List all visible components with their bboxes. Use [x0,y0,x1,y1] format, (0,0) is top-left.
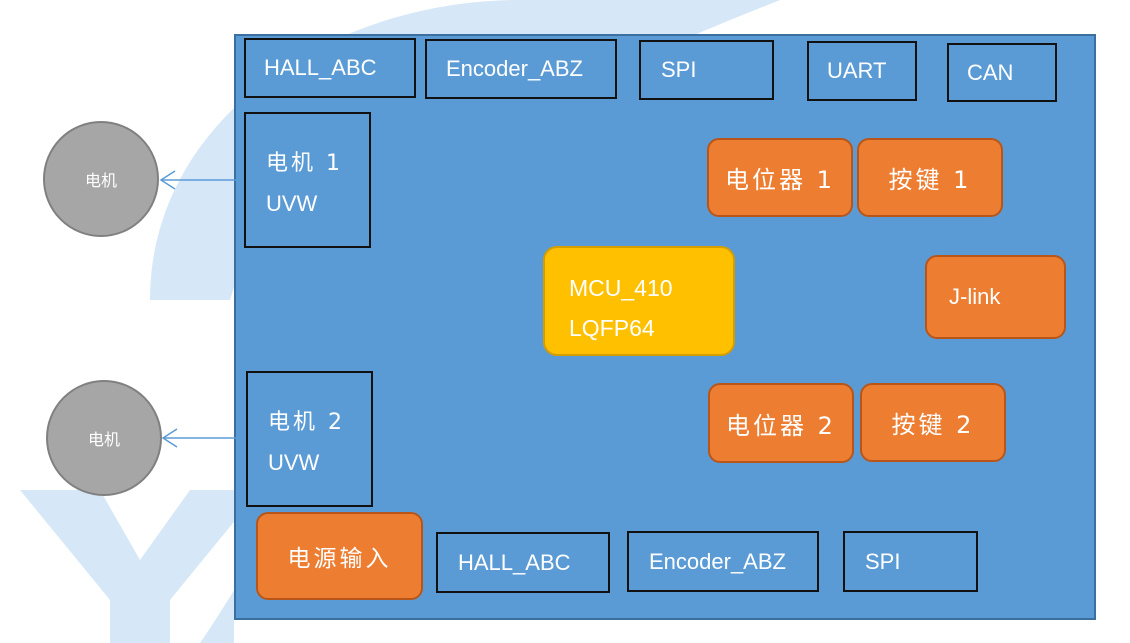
bottom-encoder-label: Encoder_ABZ [649,548,786,574]
top-uart-label: UART [827,58,887,83]
top-can-label: CAN [967,59,1014,85]
key2-block: 按键 2 [860,383,1006,462]
motor2-port-phase: UVW [268,450,320,475]
top-encoder-interface: Encoder_ABZ [425,39,617,99]
mcu-model: MCU_410 [569,275,673,301]
mcu-package: LQFP64 [569,315,655,341]
motor1-port-name: 电机 1 [266,151,343,176]
potentiometer1-label: 电位器 1 [725,166,835,194]
motor2-port: 电机 2 UVW [246,371,373,507]
top-hall-interface: HALL_ABC [244,38,416,98]
key1-block: 按键 1 [857,138,1003,217]
key1-label: 按键 1 [888,166,972,194]
bottom-spi-interface: SPI [843,531,978,592]
top-spi-interface: SPI [639,40,774,100]
top-uart-interface: UART [807,41,917,101]
motor1: 电机 [43,121,159,237]
potentiometer2-label: 电位器 2 [726,411,836,440]
bottom-hall-interface: HALL_ABC [436,532,610,593]
bottom-encoder-interface: Encoder_ABZ [627,531,819,592]
top-can-interface: CAN [947,43,1057,102]
potentiometer2-block: 电位器 2 [708,383,854,463]
bottom-hall-label: HALL_ABC [458,549,571,575]
bottom-spi-label: SPI [865,548,901,574]
motor1-port-phase: UVW [266,191,318,216]
top-hall-label: HALL_ABC [264,55,377,80]
motor2: 电机 [46,380,162,496]
jlink-block: J-link [925,255,1066,339]
top-encoder-label: Encoder_ABZ [446,56,583,81]
key2-label: 按键 2 [891,411,975,439]
motor1-port: 电机 1 UVW [244,112,371,248]
mcu-chip: MCU_410 LQFP64 [543,246,735,356]
jlink-label: J-link [949,284,1001,309]
motor2-port-name: 电机 2 [268,410,345,435]
motor2-label: 电机 [87,432,120,449]
potentiometer1-block: 电位器 1 [707,138,853,217]
power-input-label: 电源输入 [287,546,392,572]
power-input-block: 电源输入 [256,512,423,600]
motor1-label: 电机 [84,173,117,190]
top-spi-label: SPI [661,57,697,82]
